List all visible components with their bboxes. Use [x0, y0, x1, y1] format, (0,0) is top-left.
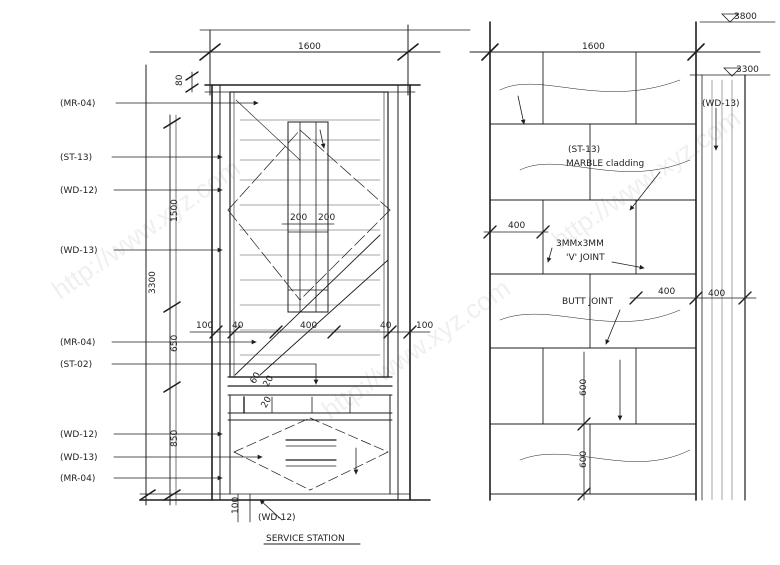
right-elevation — [469, 13, 776, 501]
left-elevation — [111, 24, 471, 545]
base-height-dim: 850 — [170, 430, 180, 447]
v-joint-label: 'V' JOINT — [566, 253, 605, 263]
level-top: 3800 — [734, 12, 757, 22]
drawing-title: SERVICE STATION — [266, 534, 345, 544]
reveal-right-dim: 100 — [416, 321, 433, 331]
shelf-dim-b: 200 — [318, 213, 335, 223]
counter-height-dim: 650 — [170, 335, 180, 352]
dim-right-400: 400 — [708, 289, 725, 299]
reveal-left-inner-dim: 40 — [232, 321, 244, 331]
dim-lower-600-b: 600 — [579, 451, 589, 468]
joint-spec: 3MMx3MM — [556, 239, 604, 249]
tag-wd-12-upper: (WD-12) — [60, 186, 98, 196]
tag-wd-12-lower: (WD-12) — [60, 430, 98, 440]
tag-wd-13-upper: (WD-13) — [60, 246, 98, 256]
reveal-left-dim: 100 — [196, 321, 213, 331]
tag-st-02: (ST-02) — [60, 360, 92, 370]
shelf-width-dim: 400 — [300, 321, 317, 331]
level-ceiling: 3300 — [736, 65, 759, 75]
tag-wd-12-bottom: (WD-12) — [258, 513, 296, 523]
right-width-dim: 1600 — [582, 42, 605, 52]
butt-joint-label: BUTT JOINT — [562, 297, 614, 307]
upper-panel-dim: 1500 — [170, 199, 180, 222]
tag-mr-04-mid: (MR-04) — [60, 338, 95, 348]
tag-st-13-cladding: (ST-13) — [568, 145, 600, 155]
dim-left-400: 400 — [508, 221, 525, 231]
dim-lower-600-a: 600 — [579, 379, 589, 396]
right-elevation-labels: 1600 3800 3300 (WD-13) (ST-13) MARBLE cl… — [508, 12, 759, 468]
watermark: http://www.xyz.com http://www.xyz.com ht… — [46, 103, 745, 425]
small-dim-b: 20 — [262, 374, 277, 389]
svg-text:http://www.xyz.com: http://www.xyz.com — [316, 273, 515, 425]
tag-mr-04-top: (MR-04) — [60, 99, 95, 109]
left-width-dim: 1600 — [298, 42, 321, 52]
top-gap-dim: 80 — [175, 74, 185, 86]
tag-st-13: (ST-13) — [60, 153, 92, 163]
total-height-dim: 3300 — [148, 271, 158, 294]
tag-wd-13-lower: (WD-13) — [60, 453, 98, 463]
marble-cladding-label: MARBLE cladding — [566, 159, 644, 169]
reveal-right-inner-dim: 40 — [380, 321, 392, 331]
shelf-dim-a: 200 — [290, 213, 307, 223]
bottom-dim: 100 — [231, 497, 241, 514]
tag-mr-04-bottom: (MR-04) — [60, 474, 95, 484]
left-elevation-labels: 1600 80 3300 1500 650 850 100 40 400 40 … — [60, 42, 433, 544]
dim-mid-400: 400 — [658, 287, 675, 297]
tag-wd-13-side: (WD-13) — [702, 99, 740, 109]
